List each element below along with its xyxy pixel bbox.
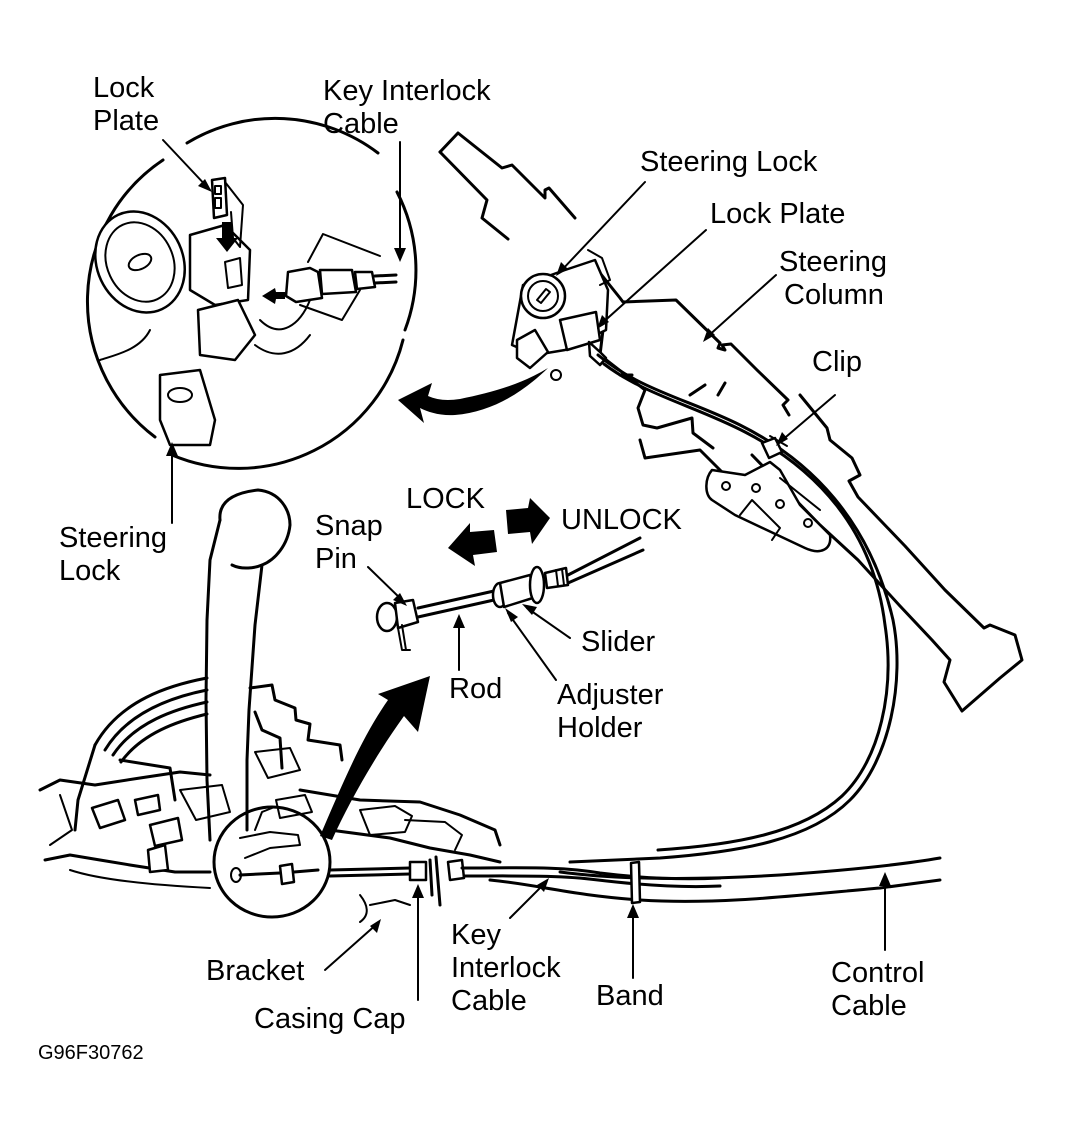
ignition-key-cylinder-inset (94, 210, 311, 447)
label-line: Holder (557, 712, 643, 744)
rod-slider-detail (375, 536, 645, 651)
shift-lever-assembly (38, 488, 502, 923)
detail-arrow-to-inset-icon (398, 368, 548, 423)
inset-circle-shifter-cable (212, 805, 332, 919)
label-line: Pin (315, 543, 357, 575)
cable-end-at-shifter (328, 855, 942, 907)
label-line: Lock (93, 72, 155, 104)
label-lock-direction: LOCK (406, 483, 485, 515)
label-control-cable: Control Cable (831, 957, 925, 1023)
label-line: Cable (831, 990, 907, 1022)
label-line: Key (451, 919, 501, 951)
label-bracket: Bracket (206, 955, 305, 987)
label-steering-lock-inset: Steering Lock (59, 522, 167, 588)
label-line: Key Interlock (323, 75, 491, 107)
label-line: Control (831, 957, 925, 989)
label-line: Adjuster (557, 679, 664, 711)
lock-direction-arrow-icon (448, 523, 497, 566)
cable-clip (760, 435, 788, 460)
label-line: Steering (59, 522, 168, 554)
interlock-connector-inset (284, 233, 398, 321)
figure-id: G96F30762 (38, 1042, 144, 1064)
label-line: Cable (323, 108, 399, 140)
label-clip: Clip (812, 346, 862, 378)
unlock-direction-arrow-icon (506, 498, 550, 544)
label-snap-pin: Snap Pin (315, 510, 383, 576)
label-key-interlock-cable-bottom: Key Interlock Cable (451, 919, 561, 1018)
label-casing-cap: Casing Cap (254, 1003, 406, 1035)
label-adjuster-holder: Adjuster Holder (557, 679, 663, 745)
label-slider: Slider (581, 626, 656, 658)
clip-bracket (705, 460, 832, 553)
label-steering-lock-main: Steering Lock (640, 146, 818, 178)
lock-plate-part-inset (210, 176, 244, 248)
label-band: Band (596, 980, 664, 1012)
key-interlock-cable-run (568, 353, 899, 864)
detail-arrow-to-rod-icon (320, 676, 430, 840)
label-line: Steering (779, 246, 888, 278)
label-key-interlock-cable-top: Key Interlock Cable (323, 75, 491, 141)
connector-insert-arrow-icon (262, 288, 285, 304)
label-line: Column (784, 279, 884, 311)
label-lock-plate-inset: Lock Plate (93, 72, 159, 138)
label-lock-plate-main: Lock Plate (710, 198, 846, 230)
insert-arrow-down-icon (216, 222, 238, 252)
steering-lock-assembly-main (510, 249, 611, 381)
label-line: Snap (315, 510, 383, 542)
label-line: Cable (451, 985, 527, 1017)
label-line: Plate (93, 105, 160, 137)
label-line: Interlock (451, 952, 561, 984)
label-line: Lock (59, 555, 121, 587)
cable-band (629, 860, 642, 905)
label-unlock-direction: UNLOCK (561, 504, 682, 536)
label-rod: Rod (449, 673, 503, 705)
inset-circle-steering-lock (86, 116, 418, 470)
leader-lines (162, 139, 891, 1001)
label-steering-column: Steering Column (779, 246, 887, 312)
